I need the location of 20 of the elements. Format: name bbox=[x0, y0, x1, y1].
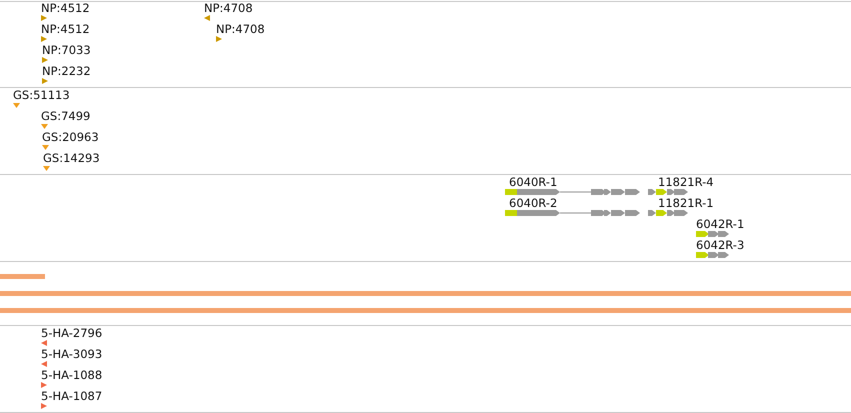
feature-label: 6040R-1 bbox=[509, 176, 558, 189]
feature-label: 5-HA-1087 bbox=[41, 390, 102, 403]
feature-label: NP:4512 bbox=[41, 2, 90, 15]
feature-label: NP:4708 bbox=[216, 23, 265, 36]
feature-label: GS:20963 bbox=[42, 131, 99, 144]
feature-label: 11821R-4 bbox=[658, 176, 714, 189]
feature-label: 5-HA-3093 bbox=[41, 348, 102, 361]
feature-label: NP:4708 bbox=[204, 2, 253, 15]
feature-label: 5-HA-1088 bbox=[41, 369, 102, 382]
feature-label: 5-HA-2796 bbox=[41, 327, 102, 340]
feature-label: NP:7033 bbox=[42, 44, 91, 57]
feature-label: GS:14293 bbox=[43, 152, 100, 165]
feature-label: 6042R-1 bbox=[696, 218, 744, 231]
feature-label: NP:2232 bbox=[42, 65, 91, 78]
feature-label: GS:7499 bbox=[41, 110, 90, 123]
feature-label: NP:4512 bbox=[41, 23, 90, 36]
feature-label: GS:51113 bbox=[13, 89, 70, 102]
feature-label: 11821R-1 bbox=[658, 197, 714, 210]
feature-label: 6040R-2 bbox=[509, 197, 558, 210]
feature-label: 6042R-3 bbox=[696, 239, 744, 252]
